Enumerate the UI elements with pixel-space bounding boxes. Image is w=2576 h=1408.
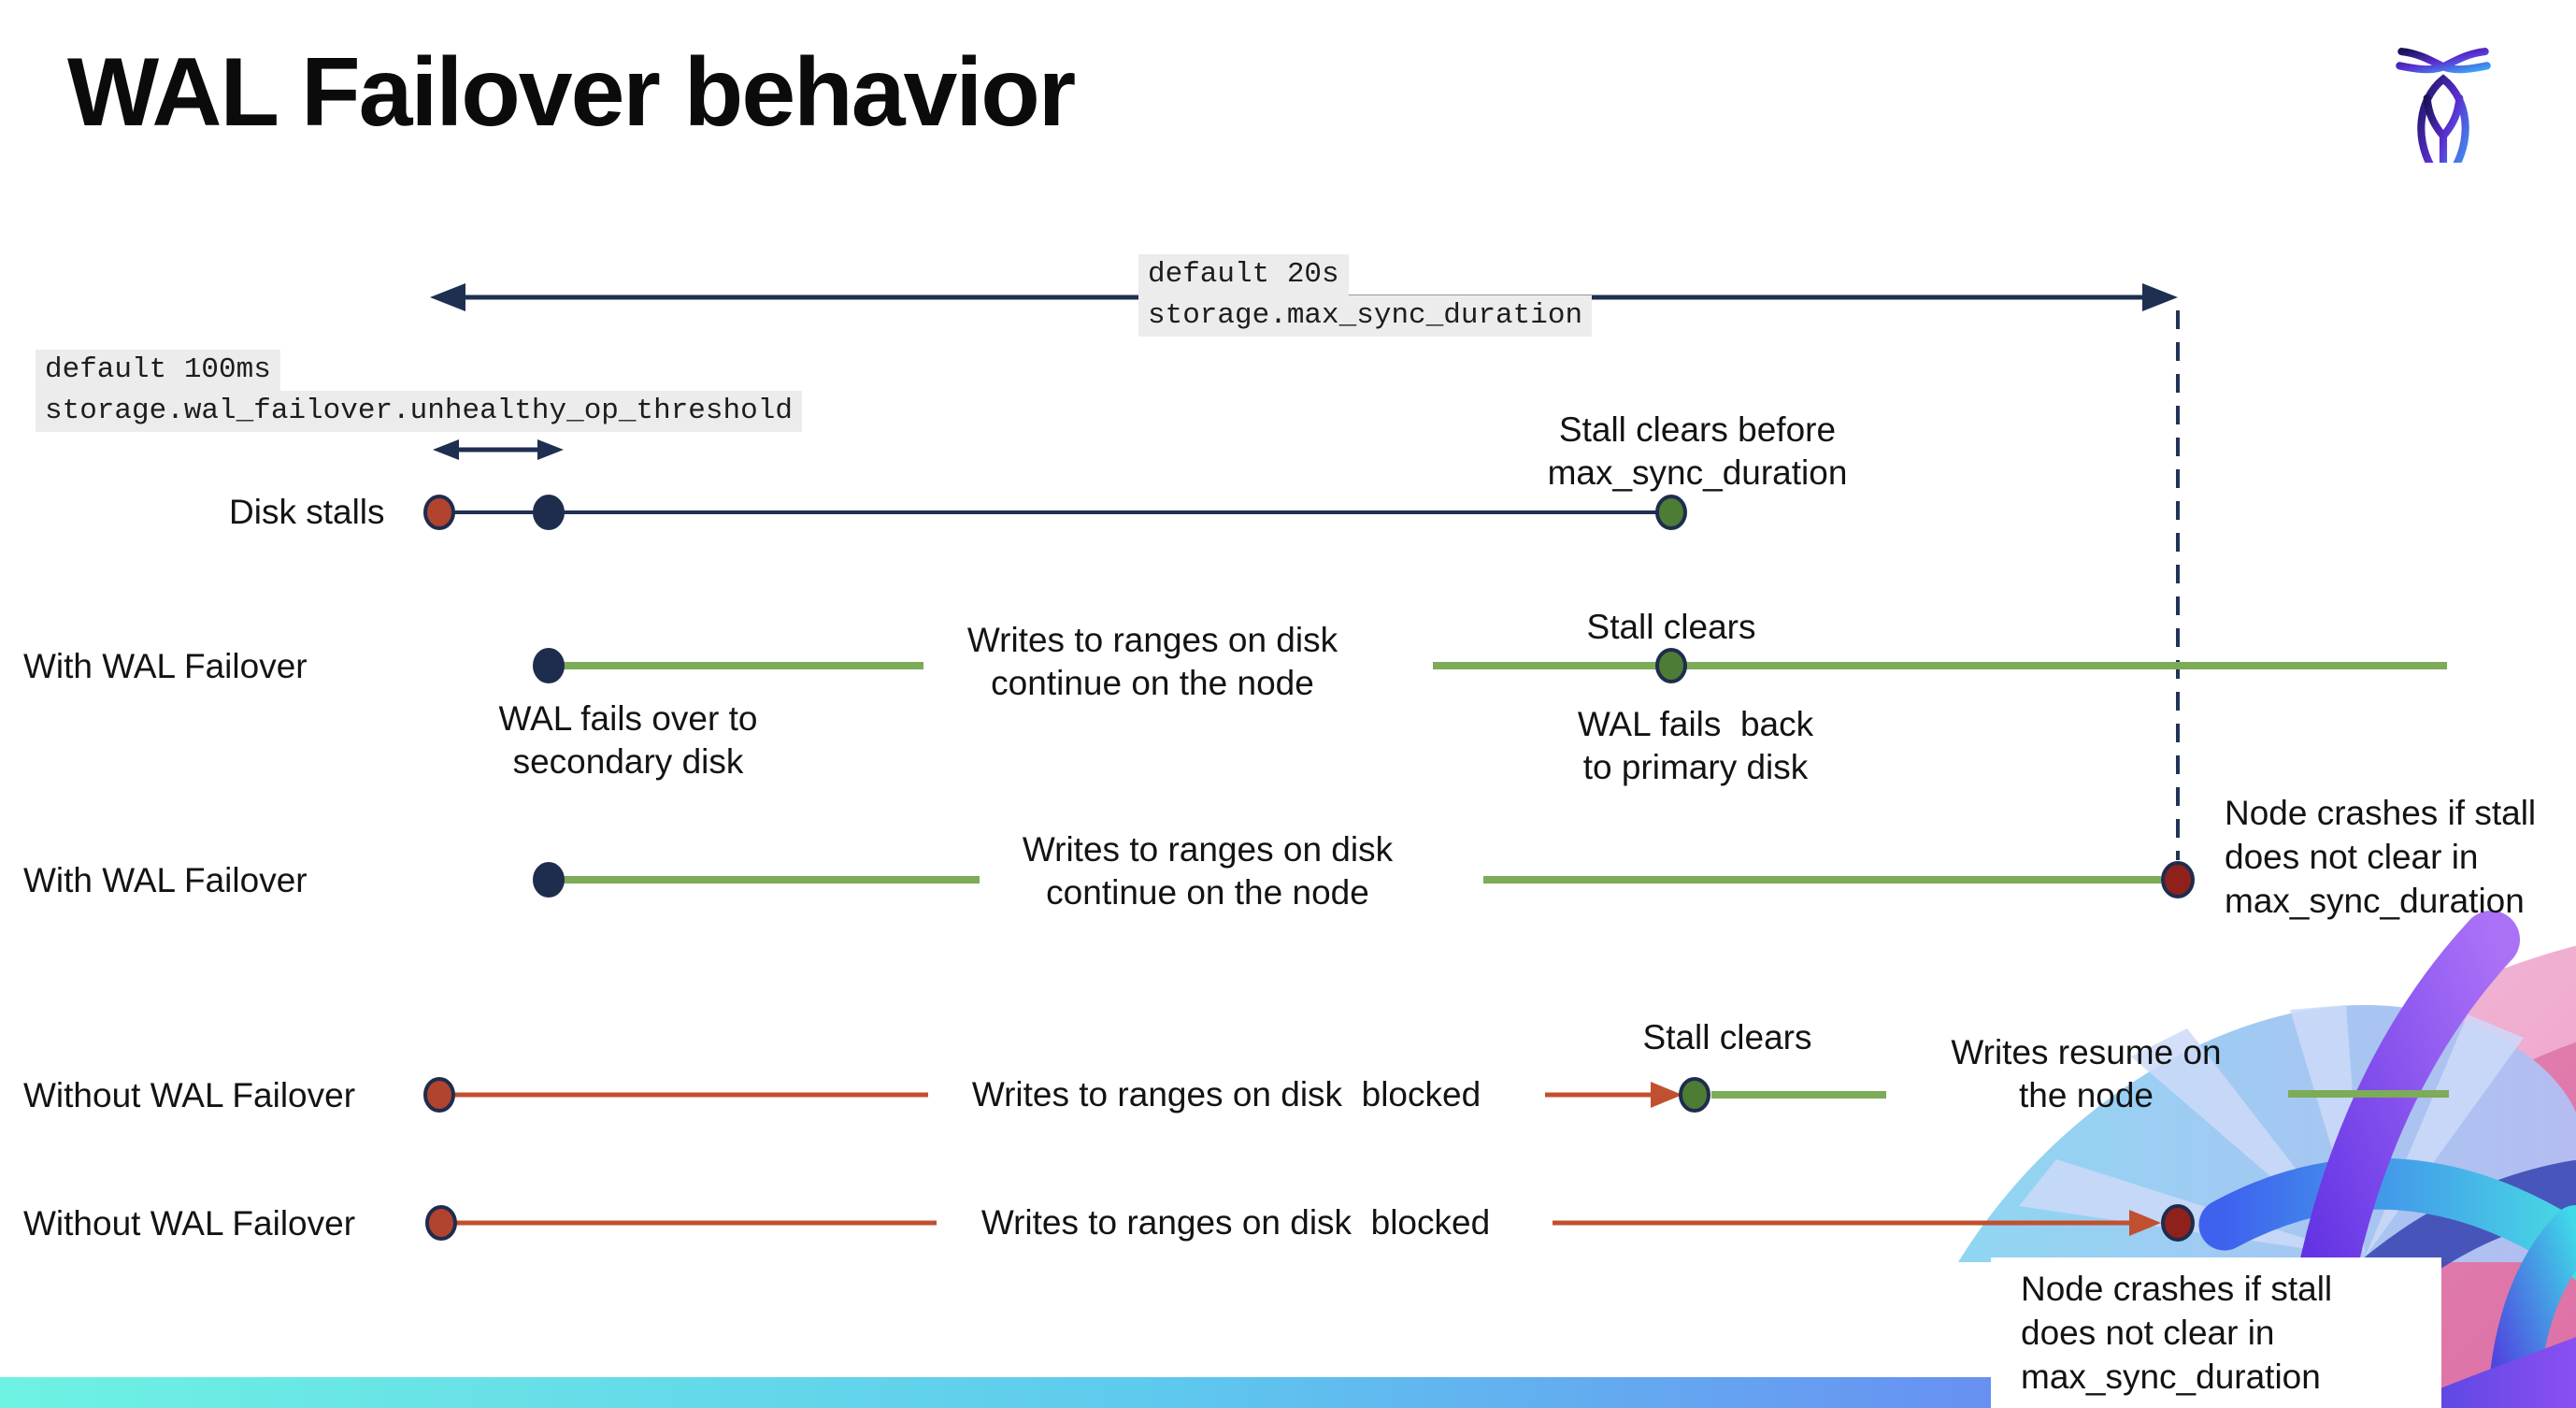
note-stall-clears-2: Stall clears: [1642, 1018, 1812, 1056]
row-failover-crash-lines: [533, 861, 2195, 898]
note-stall-clears-before: Stall clears before max_sync_duration: [1547, 410, 1848, 492]
unhealthy-op-threshold-arrow: [433, 439, 564, 460]
note-fails-over: WAL fails over to secondary disk: [498, 699, 758, 781]
cockroachdb-logo-icon: [2396, 48, 2491, 163]
max-sync-default-label: default 20s: [1138, 254, 1349, 295]
row-label-with-wal-failover-2: With WAL Failover: [23, 861, 308, 899]
failback-dot: [1655, 648, 1687, 683]
node-crash-dot: [2161, 1204, 2195, 1242]
row-no-failover-clears-lines: [423, 1077, 2449, 1113]
node-crash-dot: [2161, 861, 2195, 898]
row-label-without-wal-failover-2: Without WAL Failover: [23, 1204, 356, 1243]
disk-stall-start-dot: [423, 495, 455, 530]
failover-trigger-dot: [533, 495, 565, 530]
row-no-failover-crash-lines: [425, 1204, 2195, 1242]
stall-clear-dot: [1655, 495, 1687, 530]
page-title: WAL Failover behavior: [67, 38, 1076, 147]
note-writes-continue-1: Writes to ranges on disk continue on the…: [966, 621, 1338, 702]
note-writes-continue-2: Writes to ranges on disk continue on the…: [1022, 830, 1394, 912]
note-stall-clears-1: Stall clears: [1586, 608, 1756, 646]
row-label-without-wal-failover-1: Without WAL Failover: [23, 1076, 356, 1114]
note-writes-resume: Writes resume on the node: [1951, 1033, 2222, 1114]
row-failover-clears-lines: [533, 648, 2447, 683]
row-label-with-wal-failover-1: With WAL Failover: [23, 647, 308, 685]
blocked-start-dot: [423, 1077, 455, 1113]
row-label-disk-stalls: Disk stalls: [229, 493, 385, 531]
note-fails-back: WAL fails back to primary disk: [1577, 705, 1814, 786]
threshold-setting-name: storage.wal_failover.unhealthy_op_thresh…: [36, 391, 802, 432]
crash-note-without-failover: Node crashes if stall does not clear in …: [2021, 1270, 2333, 1396]
crash-note-box: Node crashes if stall does not clear in …: [1991, 1257, 2441, 1408]
row-disk-stalls-lines: [423, 495, 1687, 530]
note-writes-blocked-2: Writes to ranges on disk blocked: [980, 1203, 1491, 1242]
failover-dot: [533, 648, 565, 683]
stall-clear-dot: [1679, 1077, 1710, 1113]
threshold-default-label: default 100ms: [36, 350, 280, 391]
crash-note-with-failover: Node crashes if stall does not clear in …: [2225, 794, 2537, 920]
blocked-start-dot: [425, 1205, 457, 1241]
failover-dot: [533, 862, 565, 898]
note-writes-blocked-1: Writes to ranges on disk blocked: [971, 1075, 1481, 1113]
max-sync-setting-name: storage.max_sync_duration: [1138, 295, 1593, 337]
